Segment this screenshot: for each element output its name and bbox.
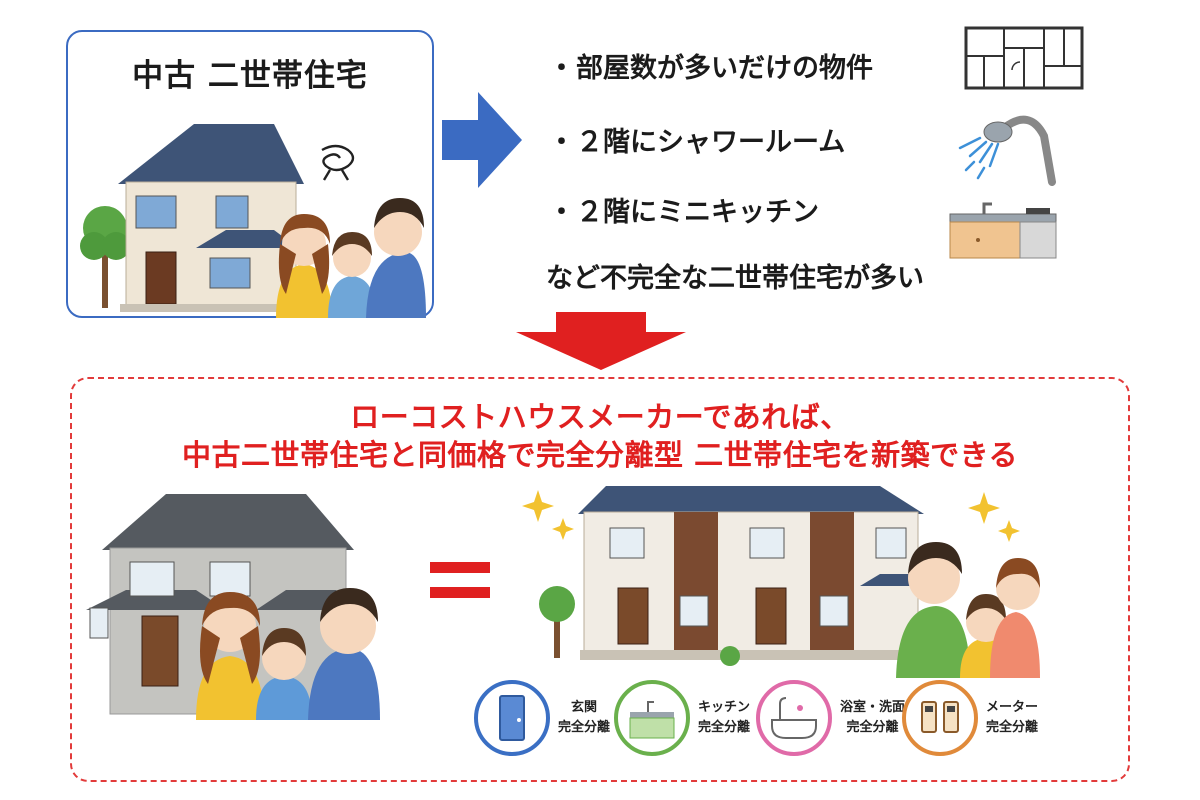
right-arrow-icon	[442, 92, 522, 188]
used-house-family-illustration	[80, 124, 426, 318]
used-house-panel: 中古 二世帯住宅	[66, 30, 434, 318]
issue-item: ・２階にミニキッチン	[548, 197, 819, 228]
issue-item: ・部屋数が多いだけの物件	[548, 53, 873, 84]
headline-line-2: 中古二世帯住宅と同価格で完全分離型 二世帯住宅を新築できる	[181, 438, 1019, 472]
feature-text: メーター完全分離	[986, 700, 1039, 735]
feature-meter: メーター完全分離	[902, 680, 1112, 760]
feature-text: キッチン完全分離	[698, 700, 751, 735]
issue-item: ・２階にシャワールーム	[548, 127, 846, 158]
kitchen-icon	[614, 680, 690, 756]
door-icon	[474, 680, 550, 756]
kitchen-icon	[949, 202, 1057, 259]
shower-icon	[958, 115, 1056, 186]
proposal-panel	[70, 377, 1130, 782]
bathtub-icon	[756, 680, 832, 756]
meter-icon	[902, 680, 978, 756]
panel-title: 中古 二世帯住宅	[132, 58, 368, 94]
feature-bath: 浴室・洗面完全分離	[756, 680, 966, 760]
new-duplex-family-illustration	[522, 486, 1040, 678]
down-arrow-icon	[516, 312, 686, 370]
used-duplex-family-illustration	[86, 494, 380, 720]
feature-kitchen: キッチン完全分離	[614, 680, 824, 760]
equals-icon	[430, 562, 490, 598]
feature-text: 浴室・洗面完全分離	[840, 700, 906, 735]
floor-plan-icon	[964, 26, 1084, 90]
feature-text: 玄関完全分離	[558, 700, 611, 735]
feature-entrance: 玄関完全分離	[474, 680, 684, 760]
headline-line-1: ローコストハウスメーカーであれば、	[350, 400, 850, 434]
issue-summary: など不完全な二世帯住宅が多い	[546, 263, 924, 294]
